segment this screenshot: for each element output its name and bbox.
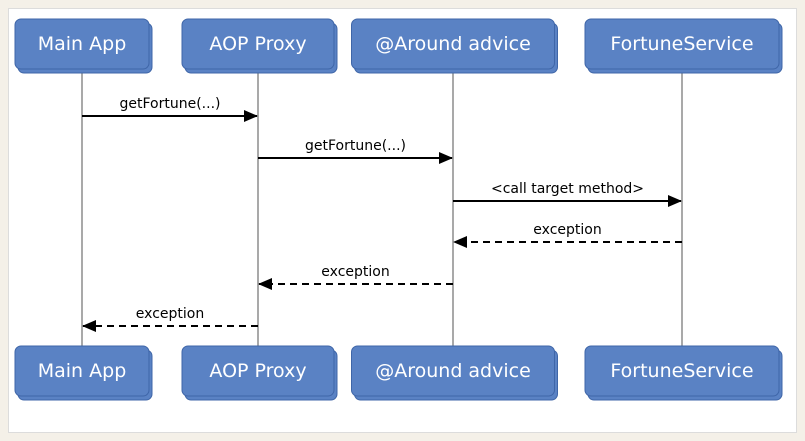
participant-main-top: Main App [14, 18, 153, 74]
message-label: <call target method> [491, 181, 644, 197]
participant-label: AOP Proxy [209, 360, 306, 382]
participant-service-top: FortuneService [584, 18, 783, 74]
participant-label: Main App [38, 33, 127, 55]
participant-label: @Around advice [375, 360, 531, 382]
participant-box-rect [584, 18, 780, 70]
participant-box-rect [14, 345, 150, 397]
participant-advice-bottom: @Around advice [351, 345, 558, 401]
participant-proxy-top: AOP Proxy [181, 18, 338, 74]
message-label: getFortune(...) [305, 138, 406, 154]
participant-label: @Around advice [375, 33, 531, 55]
participant-advice-top: @Around advice [351, 18, 558, 74]
participant-box-rect [584, 345, 780, 397]
message-6: exception [82, 306, 258, 332]
message-4: exception [453, 222, 682, 248]
participant-service-bottom: FortuneService [584, 345, 783, 401]
participant-box-rect [351, 18, 555, 70]
message-label: exception [533, 222, 601, 238]
participant-box-rect [14, 18, 150, 70]
message-label: exception [136, 306, 204, 322]
participant-label: AOP Proxy [209, 33, 306, 55]
participant-label: FortuneService [610, 360, 753, 382]
message-1: getFortune(...) [82, 96, 258, 122]
participant-label: FortuneService [610, 33, 753, 55]
sequence-diagram: getFortune(...) getFortune(...) <call targ… [14, 18, 783, 401]
participant-main-bottom: Main App [14, 345, 153, 401]
participant-box-rect [351, 345, 555, 397]
message-2: getFortune(...) [258, 138, 453, 164]
message-label: exception [321, 264, 389, 280]
diagram-panel: getFortune(...) getFortune(...) <call targ… [8, 8, 797, 433]
message-3: <call target method> [453, 181, 682, 207]
participant-proxy-bottom: AOP Proxy [181, 345, 338, 401]
participant-label: Main App [38, 360, 127, 382]
message-5: exception [258, 264, 453, 290]
message-label: getFortune(...) [120, 96, 221, 112]
participant-box-rect [181, 345, 335, 397]
participant-box-rect [181, 18, 335, 70]
